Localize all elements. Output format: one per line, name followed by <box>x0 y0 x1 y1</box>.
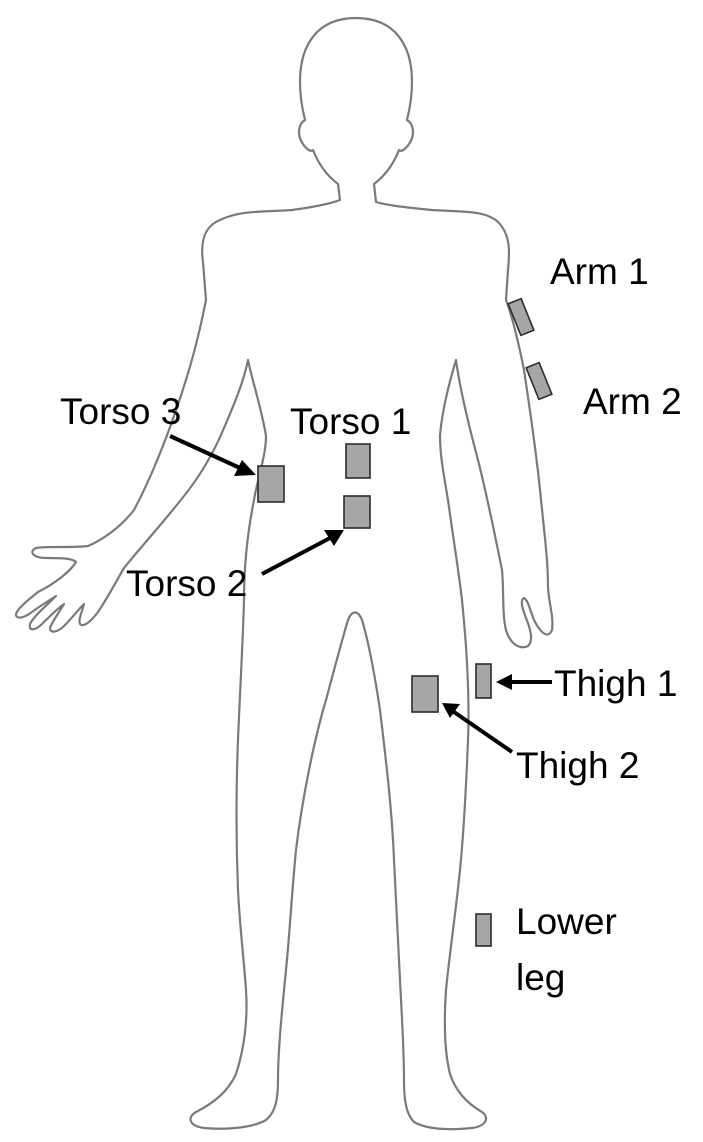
sensor-lower-leg <box>476 914 491 946</box>
arrow-thigh-2 <box>454 712 512 752</box>
sensor-thigh-2 <box>412 676 438 712</box>
human-body-outline <box>16 18 552 1129</box>
label-arm-1: Arm 1 <box>550 251 649 292</box>
label-torso-1: Torso 1 <box>290 401 411 442</box>
sensor-thigh-1 <box>476 664 491 698</box>
label-lower-leg-line1: Lower <box>516 901 617 942</box>
sensor-torso-2 <box>344 496 370 528</box>
label-arm-2: Arm 2 <box>583 381 682 422</box>
arrow-thigh-1-head <box>496 674 512 690</box>
arrow-torso-3 <box>170 436 240 468</box>
sensor-torso-1 <box>346 444 370 478</box>
arrow-torso-2 <box>262 538 330 574</box>
sensors <box>258 299 552 946</box>
label-thigh-1: Thigh 1 <box>554 663 677 704</box>
label-thigh-2: Thigh 2 <box>516 745 639 786</box>
right-arm-outline <box>456 300 552 647</box>
label-lower-leg-line2: leg <box>516 957 565 998</box>
labels: Arm 1 Arm 2 Torso 3 Torso 1 Torso 2 Thig… <box>60 251 682 998</box>
head-outline <box>202 18 509 300</box>
label-torso-2: Torso 2 <box>126 563 247 604</box>
sensor-torso-3 <box>258 466 284 502</box>
sensor-arm-2 <box>526 363 552 400</box>
label-torso-3: Torso 3 <box>60 391 181 432</box>
